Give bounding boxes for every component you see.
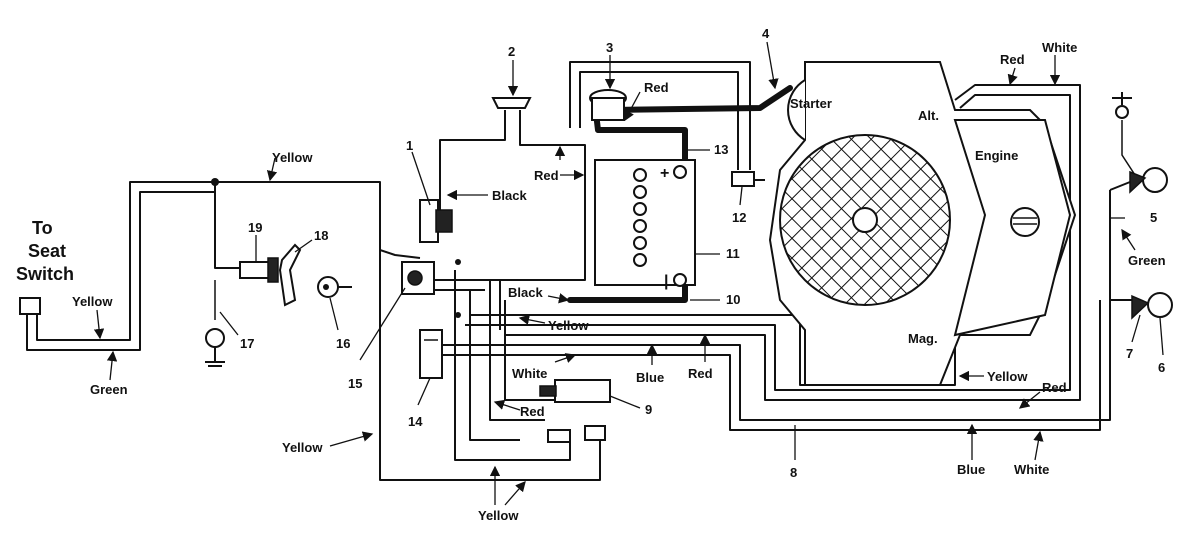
label-18: 18 bbox=[314, 228, 328, 243]
wire-label-white-bottom: White bbox=[1014, 462, 1049, 477]
wire-label-blue-mid: Blue bbox=[636, 370, 664, 385]
label-13: 13 bbox=[714, 142, 728, 157]
battery-cells bbox=[633, 168, 647, 267]
label-9: 9 bbox=[645, 402, 652, 417]
component-1-switch bbox=[419, 199, 453, 243]
component-2-fuse-holder bbox=[491, 97, 532, 109]
wire-label-yellow-engine: Yellow bbox=[987, 369, 1028, 384]
battery-minus-label: | bbox=[664, 273, 668, 290]
seat-switch-connector bbox=[19, 297, 41, 315]
component-9-module bbox=[539, 379, 611, 403]
component-numbers: 1 2 3 4 5 6 7 8 9 10 11 12 13 14 15 16 1… bbox=[240, 26, 1165, 480]
label-5: 5 bbox=[1150, 210, 1157, 225]
mag-label: Mag. bbox=[908, 331, 938, 346]
wire-label-red-lower: Red bbox=[520, 404, 545, 419]
wire-label-yellow-bottom: Yellow bbox=[478, 508, 519, 523]
wire-label-red-13: Red bbox=[534, 168, 559, 183]
engine-labels: Starter Alt. Engine Mag. bbox=[790, 96, 1018, 346]
wire-color-labels: Yellow Yellow Green Black Red Red Red Wh… bbox=[72, 40, 1166, 523]
wire-label-red-engine: Red bbox=[1042, 380, 1067, 395]
title-line-3: Switch bbox=[16, 264, 74, 284]
label-10: 10 bbox=[726, 292, 740, 307]
wire-label-yellow-mid: Yellow bbox=[548, 318, 589, 333]
battery-terminal-labels: + | bbox=[660, 165, 669, 290]
component-6-lamp-lower-icon bbox=[1131, 292, 1173, 320]
battery-plus-label: + bbox=[660, 165, 669, 182]
component-3-solenoid bbox=[589, 89, 627, 121]
label-3: 3 bbox=[606, 40, 613, 55]
lower-plug-a bbox=[547, 429, 571, 443]
component-16-key-icon bbox=[317, 276, 352, 298]
label-11: 11 bbox=[726, 246, 740, 261]
lower-plug-b bbox=[584, 425, 606, 441]
wire-label-white-top-right: White bbox=[1042, 40, 1077, 55]
component-17-ground-icon bbox=[205, 328, 225, 367]
component-5-lamp-upper-icon bbox=[1129, 167, 1168, 194]
wire-label-red-3: Red bbox=[644, 80, 669, 95]
wire-label-yellow-lower-left: Yellow bbox=[282, 440, 323, 455]
wire-label-yellow-top: Yellow bbox=[272, 150, 313, 165]
label-14: 14 bbox=[408, 414, 423, 429]
label-2: 2 bbox=[508, 44, 515, 59]
label-12: 12 bbox=[732, 210, 746, 225]
engine-plug-icon bbox=[1010, 207, 1040, 237]
label-6: 6 bbox=[1158, 360, 1165, 375]
wire-label-red-mid: Red bbox=[688, 366, 713, 381]
label-8: 8 bbox=[790, 465, 797, 480]
component-19-switch bbox=[239, 257, 279, 283]
wire-label-green-left: Green bbox=[90, 382, 128, 397]
wire-label-green-right: Green bbox=[1128, 253, 1166, 268]
starter-label: Starter bbox=[790, 96, 832, 111]
label-19: 19 bbox=[248, 220, 262, 235]
battery bbox=[594, 159, 696, 287]
wire-label-red-top-right: Red bbox=[1000, 52, 1025, 67]
label-15: 15 bbox=[348, 376, 362, 391]
seat-switch-title: To Seat Switch bbox=[16, 218, 74, 284]
engine-label: Engine bbox=[975, 148, 1018, 163]
component-18-lever bbox=[278, 243, 302, 307]
component-12-connector bbox=[731, 171, 755, 187]
component-15-ignition-switch bbox=[401, 261, 435, 295]
label-17: 17 bbox=[240, 336, 254, 351]
wire-label-yellow-left: Yellow bbox=[72, 294, 113, 309]
label-1: 1 bbox=[406, 138, 413, 153]
engine bbox=[768, 61, 1077, 386]
wire-label-black-10: Black bbox=[508, 285, 543, 300]
title-line-2: Seat bbox=[28, 241, 66, 261]
wire-label-blue-bottom: Blue bbox=[957, 462, 985, 477]
component-14-switch bbox=[419, 329, 443, 379]
wire-label-white-mid: White bbox=[512, 366, 547, 381]
wire-label-black-1: Black bbox=[492, 188, 527, 203]
title-line-1: To bbox=[32, 218, 53, 238]
leader-lines bbox=[93, 41, 1164, 506]
label-7: 7 bbox=[1126, 346, 1133, 361]
label-4: 4 bbox=[762, 26, 770, 41]
alt-label: Alt. bbox=[918, 108, 939, 123]
right-ground-icon bbox=[1112, 92, 1132, 119]
label-16: 16 bbox=[336, 336, 350, 351]
